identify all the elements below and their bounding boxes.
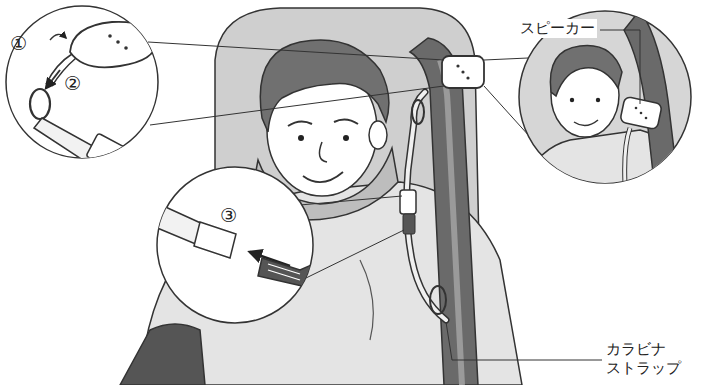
arrow	[46, 70, 60, 88]
buckle-female	[194, 222, 236, 258]
part-label: カラビナ ストラップ	[606, 340, 681, 378]
detail-circle	[6, 6, 158, 158]
speaker-hole	[108, 34, 112, 38]
speaker-hole	[466, 76, 469, 79]
zoom-lines	[148, 42, 540, 278]
speaker-hole	[635, 107, 638, 110]
carabiner	[430, 286, 446, 314]
eye	[298, 135, 304, 141]
carabiner	[30, 89, 50, 119]
detail-attach	[30, 22, 156, 173]
detail-circle	[157, 167, 313, 323]
buckle-male	[403, 214, 415, 234]
carabiner-strap-outline	[625, 128, 630, 200]
arrow	[50, 34, 66, 40]
strap-stripe	[440, 60, 462, 385]
detail-buckle	[150, 200, 320, 292]
speaker-hole	[461, 70, 464, 73]
speaker	[442, 56, 484, 88]
main-scene	[120, 8, 522, 385]
speaker-hole	[640, 112, 643, 115]
callout-number: ③	[220, 204, 237, 228]
mouth	[303, 172, 343, 182]
buckle-teeth	[268, 264, 300, 280]
zoom-line	[300, 196, 402, 205]
zoom-line	[148, 42, 444, 60]
hair	[260, 40, 389, 132]
hair	[550, 46, 622, 96]
strap	[34, 118, 100, 166]
eyebrows	[288, 119, 358, 126]
mouth	[574, 120, 598, 126]
leader-line	[600, 30, 640, 104]
carabiner-strap	[625, 128, 630, 200]
ear	[369, 121, 387, 149]
backpack-strap	[410, 38, 478, 385]
speaker-hole	[124, 46, 128, 50]
nose	[319, 142, 327, 162]
eye	[596, 98, 600, 102]
part-label: スピーカー	[520, 19, 597, 38]
eye	[570, 98, 574, 102]
eye	[343, 135, 349, 141]
speaker	[620, 96, 663, 129]
buckle	[86, 133, 130, 173]
callout-number: ①	[10, 32, 27, 56]
speaker-hole	[645, 117, 648, 120]
speaker	[70, 22, 156, 68]
speaker-hole	[456, 64, 459, 67]
carabiner	[412, 100, 424, 124]
speaker-hole	[116, 40, 120, 44]
leader-line	[446, 322, 602, 360]
zoom-line	[306, 230, 404, 278]
detail-person	[520, 10, 700, 200]
zoom-line	[484, 58, 528, 60]
buckle	[400, 190, 416, 214]
callout-number: ②	[64, 72, 81, 96]
buckle-male	[258, 258, 320, 292]
zoom-line	[150, 86, 444, 125]
armrest	[120, 324, 205, 385]
